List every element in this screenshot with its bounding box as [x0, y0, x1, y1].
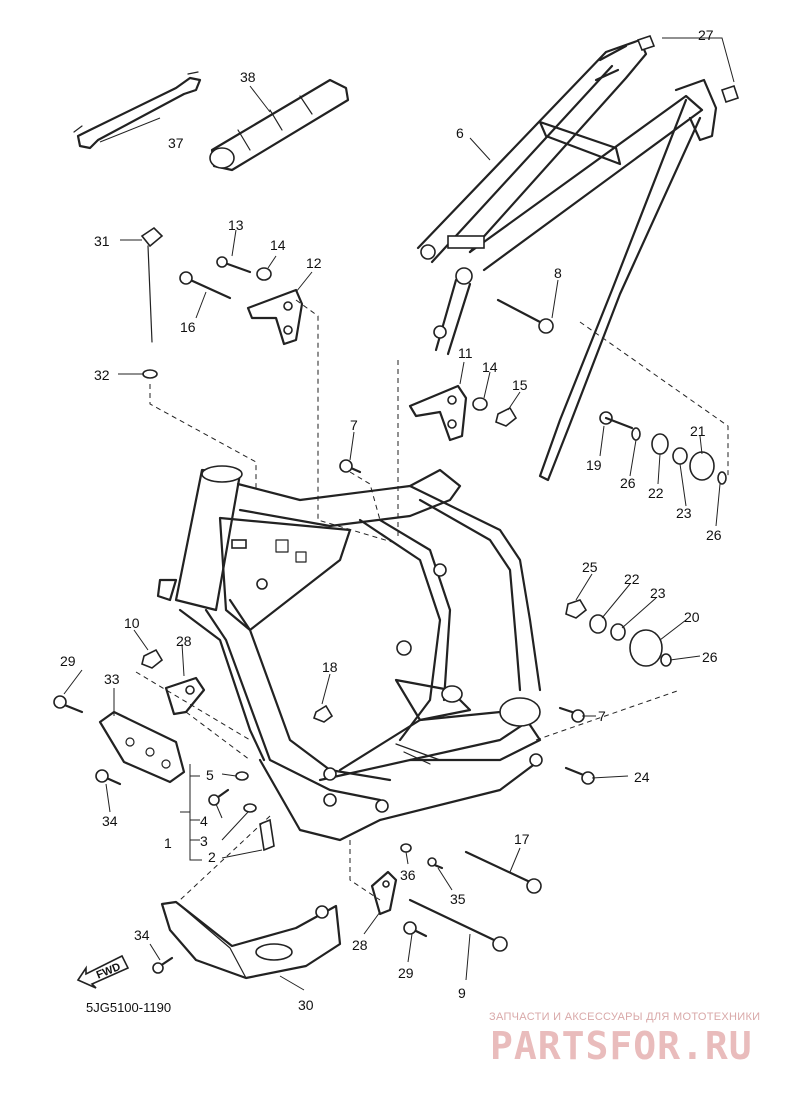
- part-label-9: 9: [458, 985, 466, 1001]
- socket-wrench-38: [209, 78, 350, 172]
- bracket-11: [408, 384, 468, 442]
- part-label-17: 17: [514, 831, 530, 847]
- part-label-24: 24: [634, 769, 650, 785]
- reference-lines: [135, 299, 729, 901]
- part-label-13: 13: [228, 217, 244, 233]
- part-label-1: 1: [164, 835, 172, 851]
- main-frame: [156, 465, 543, 842]
- part-label-35: 35: [450, 891, 466, 907]
- part-label-10: 10: [124, 615, 140, 631]
- part-label-29a: 29: [60, 653, 76, 669]
- part-label-11: 11: [458, 345, 473, 361]
- part-labels: 1 2 3 4 5 6 7 7 8 9 10 11 12 13 14 14 15…: [60, 27, 722, 1013]
- part-label-25: 25: [582, 559, 598, 575]
- part-label-34a: 34: [134, 927, 150, 943]
- part-label-21: 21: [690, 423, 706, 439]
- part-label-15: 15: [512, 377, 528, 393]
- part-label-6: 6: [456, 125, 464, 141]
- part-label-28a: 28: [176, 633, 192, 649]
- part-label-29b: 29: [398, 965, 414, 981]
- part-label-23b: 23: [650, 585, 666, 601]
- part-label-18: 18: [322, 659, 338, 675]
- part-label-14b: 14: [482, 359, 498, 375]
- bracket-28-lower: [370, 870, 398, 916]
- leader-lines: [63, 37, 735, 991]
- part-label-27: 27: [698, 27, 714, 43]
- part-label-34b: 34: [102, 813, 118, 829]
- rear-subframe-6: [416, 38, 718, 482]
- skid-plate-30: [160, 900, 342, 980]
- part-label-8: 8: [554, 265, 562, 281]
- part-label-12: 12: [306, 255, 322, 271]
- watermark-logo: PARTSFOR.RU: [490, 1024, 753, 1068]
- part-label-7a: 7: [350, 417, 358, 433]
- part-label-7b: 7: [598, 708, 606, 724]
- part-label-26c: 26: [702, 649, 718, 665]
- part-label-20: 20: [684, 609, 700, 625]
- part-label-37: 37: [168, 135, 184, 151]
- fwd-label: FWD: [95, 961, 123, 982]
- part-label-30: 30: [298, 997, 314, 1013]
- part-label-32: 32: [94, 367, 110, 383]
- side-guard-33: [98, 710, 186, 784]
- part-label-23a: 23: [676, 505, 692, 521]
- part-label-26b: 26: [706, 527, 722, 543]
- diagram-code: 5JG5100-1190: [86, 1000, 172, 1015]
- fwd-arrow-icon: FWD: [76, 954, 130, 989]
- part-label-16: 16: [180, 319, 196, 335]
- bracket-28-upper: [164, 676, 206, 716]
- watermark-tagline: ЗАПЧАСТИ И АКСЕССУАРЫ ДЛЯ МОТОТЕХНИКИ: [489, 1011, 761, 1023]
- part-label-28b: 28: [352, 937, 368, 953]
- bracket-12: [246, 288, 304, 346]
- part-label-38: 38: [240, 69, 256, 85]
- part-label-22a: 22: [648, 485, 664, 501]
- part-label-33: 33: [104, 671, 120, 687]
- part-label-4: 4: [200, 813, 208, 829]
- part-label-14a: 14: [270, 237, 286, 253]
- spanner-37: [73, 71, 202, 150]
- part-label-22b: 22: [624, 571, 640, 587]
- part-label-19: 19: [586, 457, 602, 473]
- part-label-26a: 26: [620, 475, 636, 491]
- part-label-31: 31: [94, 233, 110, 249]
- small-parts: [53, 35, 740, 974]
- part-label-3: 3: [200, 833, 208, 849]
- part-label-5: 5: [206, 767, 214, 783]
- part-label-2: 2: [208, 849, 216, 865]
- part-label-36: 36: [400, 867, 416, 883]
